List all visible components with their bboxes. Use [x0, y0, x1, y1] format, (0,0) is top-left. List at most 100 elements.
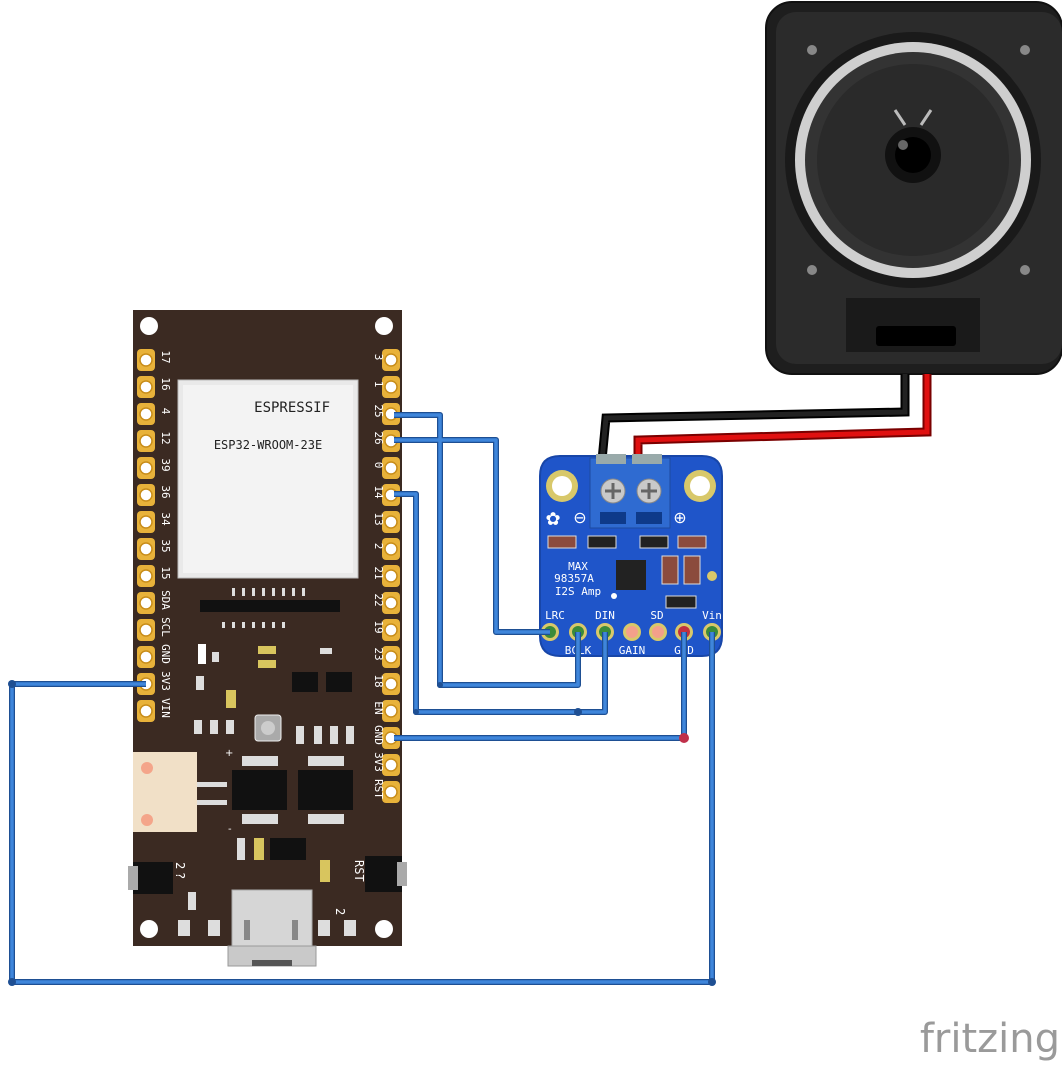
esp32-left-pin-label: 36	[159, 485, 172, 498]
esp32-left-pin[interactable]: GND	[137, 644, 172, 668]
speaker-screw-terminal[interactable]	[589, 454, 671, 529]
esp32-right-pin[interactable]: 21	[372, 565, 400, 587]
esp32-right-pin[interactable]: 0	[372, 457, 400, 479]
esp32-right-pin[interactable]: 18	[372, 673, 400, 695]
usb-mark-label: 2	[333, 908, 347, 915]
esp32-right-pin[interactable]: 1	[372, 376, 400, 398]
esp32-left-pin-label: 4	[159, 408, 172, 415]
esp32-right-pin[interactable]: 23	[372, 646, 400, 668]
terminal-minus-label: ⊖	[573, 508, 586, 527]
amp-top-pin-label: SD	[650, 609, 663, 622]
esp32-left-pin[interactable]: 16	[137, 376, 172, 398]
esp32-right-pin-label: 18	[372, 674, 385, 687]
rst-button-label: RST	[352, 860, 366, 882]
esp32-left-pin-label: 3V3	[159, 671, 172, 691]
boot-button[interactable]: 2 ?	[128, 862, 187, 894]
terminal-plus-label: ⊕	[673, 508, 686, 527]
wire-gpio26-lrc	[394, 438, 550, 634]
esp32-left-pin-label: 34	[159, 512, 172, 526]
esp32-left-pin-label: VIN	[159, 698, 172, 718]
esp32-wroom-module: ESPRESSIF ESP32-WROOM-23E	[177, 379, 359, 579]
esp32-left-pin[interactable]: 15	[137, 565, 172, 587]
esp32-right-pin-label: 13	[372, 512, 385, 525]
adafruit-logo-icon: ✿	[545, 509, 560, 530]
esp32-right-pin-label: 19	[372, 620, 385, 633]
esp32-left-pin[interactable]: 3V3	[137, 671, 172, 695]
esp32-right-pin-label: 14	[372, 485, 385, 499]
speaker[interactable]	[765, 1, 1062, 375]
esp32-left-pin[interactable]: 36	[137, 484, 172, 506]
fritzing-logo: fritzing	[920, 1016, 1060, 1062]
esp32-left-pin[interactable]: SDA	[137, 590, 172, 614]
module-model-label: ESP32-WROOM-23E	[214, 438, 322, 452]
esp32-board[interactable]: ESPRESSIF ESP32-WROOM-23E	[128, 310, 407, 967]
amp-pin[interactable]	[623, 623, 641, 641]
esp32-left-pin-label: SDA	[159, 590, 172, 610]
esp32-left-pin-label: 39	[159, 458, 172, 471]
esp32-left-pin[interactable]: SCL	[137, 617, 172, 641]
power-minus-label: -	[228, 824, 232, 835]
esp32-right-pin-label: 22	[372, 593, 385, 606]
esp32-right-pin[interactable]: 13	[372, 511, 400, 533]
esp32-right-pin-label: 3V3	[372, 752, 385, 772]
esp32-right-pin-label: EN	[372, 701, 385, 714]
esp32-left-pin-label: SCL	[159, 617, 172, 637]
esp32-left-pin-label: 17	[159, 350, 172, 363]
module-maker-label: ESPRESSIF	[254, 400, 330, 416]
esp32-left-pin[interactable]: 35	[137, 538, 172, 560]
esp32-left-pin[interactable]: 12	[137, 430, 172, 452]
esp32-right-pin-label: 26	[372, 431, 385, 444]
esp32-right-pin[interactable]: 3V3	[372, 752, 400, 776]
esp32-left-pin-label: 35	[159, 539, 172, 552]
chip-label-line2: 98357A	[554, 572, 594, 585]
esp32-left-pin[interactable]: 34	[137, 511, 172, 533]
esp32-left-pin[interactable]: VIN	[137, 698, 172, 722]
esp32-right-pin[interactable]: 14	[372, 484, 400, 506]
esp32-left-pin-label: 16	[159, 377, 172, 390]
esp32-left-pin[interactable]: 39	[137, 457, 172, 479]
esp32-right-pin-label: 0	[372, 462, 385, 469]
esp32-left-pin-label: 12	[159, 431, 172, 444]
esp32-right-pin-label: 25	[372, 404, 385, 417]
amp-top-pin-label: DIN	[595, 609, 615, 622]
esp32-right-pin-label: 21	[372, 566, 385, 579]
amp-top-pin-label: LRC	[545, 609, 565, 622]
amp-top-pin-label: Vin	[702, 609, 722, 622]
esp32-left-pin-label: 15	[159, 566, 172, 579]
esp32-left-pin[interactable]: 4	[137, 403, 172, 425]
amp-pin[interactable]	[649, 623, 667, 641]
esp32-right-pin[interactable]: 2	[372, 538, 400, 560]
esp32-right-pin[interactable]: GND	[372, 725, 400, 749]
esp32-right-pin[interactable]: 19	[372, 619, 400, 641]
mark-u-label: ?	[173, 872, 187, 879]
reset-button[interactable]: RST	[352, 856, 407, 892]
esp32-right-pin-label: 2	[372, 543, 385, 550]
esp32-right-pin[interactable]: 25	[372, 403, 400, 425]
esp32-left-pin-label: GND	[159, 644, 172, 664]
esp32-right-pin[interactable]: 3	[372, 349, 400, 371]
mark-2-label: 2	[173, 862, 187, 869]
speaker-wires	[597, 374, 932, 461]
esp32-left-pin[interactable]: 17	[137, 349, 172, 371]
micro-usb-port[interactable]	[227, 889, 317, 967]
signal-wires	[8, 412, 716, 986]
esp32-right-pin-label: 1	[372, 381, 385, 388]
esp32-right-pin[interactable]: RST	[372, 779, 400, 803]
power-plus-label: +	[225, 748, 233, 759]
esp32-right-pin-label: RST	[372, 779, 385, 799]
esp32-right-pin-label: 3	[372, 354, 385, 361]
esp32-right-pin-label: GND	[372, 725, 385, 745]
amp-bottom-pin-label: GAIN	[619, 644, 646, 657]
chip-label-line1: MAX	[568, 560, 588, 573]
esp32-right-pin[interactable]: EN	[372, 700, 400, 722]
board-components	[178, 644, 356, 936]
esp32-right-pin[interactable]: 22	[372, 592, 400, 614]
esp32-right-pin-label: 23	[372, 647, 385, 660]
speaker-negative-wire	[599, 374, 908, 461]
amp-components	[547, 535, 717, 609]
speaker-positive-wire	[635, 374, 930, 460]
